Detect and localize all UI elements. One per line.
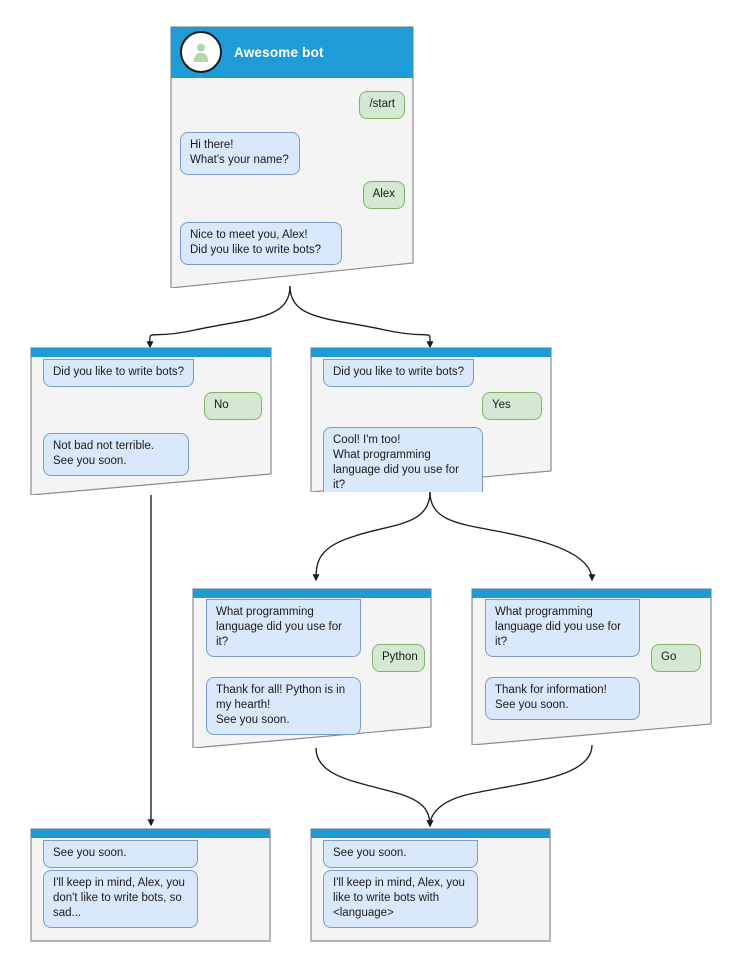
card-branch-go-body: What programming language did you use fo… xyxy=(471,588,712,745)
chat-bubble-user[interactable]: Go xyxy=(651,644,701,672)
chat-bubble-user[interactable]: Python xyxy=(372,644,425,672)
chat-bubble-user[interactable]: Yes xyxy=(482,392,542,420)
card-root[interactable]: Awesome bot /start Hi there! What's your… xyxy=(170,26,414,288)
chat-bubble-bot[interactable]: What programming language did you use fo… xyxy=(485,599,640,657)
card-end-sad-body: See you soon. I'll keep in mind, Alex, y… xyxy=(30,828,271,942)
card-end-sad[interactable]: See you soon. I'll keep in mind, Alex, y… xyxy=(30,828,271,942)
card-branch-no[interactable]: Did you like to write bots? No Not bad n… xyxy=(30,347,272,495)
card-branch-yes[interactable]: Did you like to write bots? Yes Cool! I'… xyxy=(310,347,552,492)
card-branch-go[interactable]: What programming language did you use fo… xyxy=(471,588,712,745)
person-avatar-icon xyxy=(180,31,222,73)
card-branch-python[interactable]: What programming language did you use fo… xyxy=(192,588,432,748)
chat-bubble-bot[interactable]: Nice to meet you, Alex! Did you like to … xyxy=(180,222,342,265)
chat-bubble-bot[interactable]: I'll keep in mind, Alex, you don't like … xyxy=(43,870,198,928)
chat-bubble-bot[interactable]: Thank for all! Python is in my hearth! S… xyxy=(206,677,361,735)
edge-python-to-end-happy xyxy=(315,747,434,828)
chat-bubble-bot[interactable]: Did you like to write bots? xyxy=(43,359,195,387)
card-branch-python-body: What programming language did you use fo… xyxy=(192,588,432,748)
chat-bubble-bot[interactable]: What programming language did you use fo… xyxy=(206,599,361,657)
chat-bubble-bot[interactable]: Cool! I'm too! What programming language… xyxy=(323,427,483,492)
bot-name-label: Awesome bot xyxy=(234,44,324,60)
chat-bubble-bot[interactable]: See you soon. xyxy=(323,840,478,868)
root-card-header: Awesome bot xyxy=(170,26,414,78)
edge-go-to-end-happy xyxy=(426,744,593,828)
chat-bubble-user[interactable]: Alex xyxy=(362,181,405,209)
card-end-happy-body: See you soon. I'll keep in mind, Alex, y… xyxy=(310,828,551,942)
edge-root-to-no xyxy=(146,285,291,349)
edge-yes-to-python xyxy=(312,491,431,582)
chat-bubble-bot[interactable]: I'll keep in mind, Alex, you like to wri… xyxy=(323,870,478,928)
chat-bubble-bot[interactable]: Did you like to write bots? xyxy=(323,359,475,387)
chat-bubble-user[interactable]: No xyxy=(204,392,262,420)
chat-bubble-bot[interactable]: See you soon. xyxy=(43,840,198,868)
card-root-body: /start Hi there! What's your name? Alex … xyxy=(170,26,414,288)
card-branch-yes-body: Did you like to write bots? Yes Cool! I'… xyxy=(310,347,552,492)
chat-bubble-bot[interactable]: Not bad not terrible. See you soon. xyxy=(43,433,189,476)
card-branch-no-body: Did you like to write bots? No Not bad n… xyxy=(30,347,272,495)
card-end-happy[interactable]: See you soon. I'll keep in mind, Alex, y… xyxy=(310,828,551,942)
chat-bubble-bot[interactable]: Thank for information! See you soon. xyxy=(485,677,640,720)
chat-bubble-bot[interactable]: Hi there! What's your name? xyxy=(180,132,300,175)
edge-root-to-yes xyxy=(289,285,434,349)
chat-bubble-user[interactable]: /start xyxy=(359,91,405,119)
edge-yes-to-go xyxy=(429,491,596,582)
